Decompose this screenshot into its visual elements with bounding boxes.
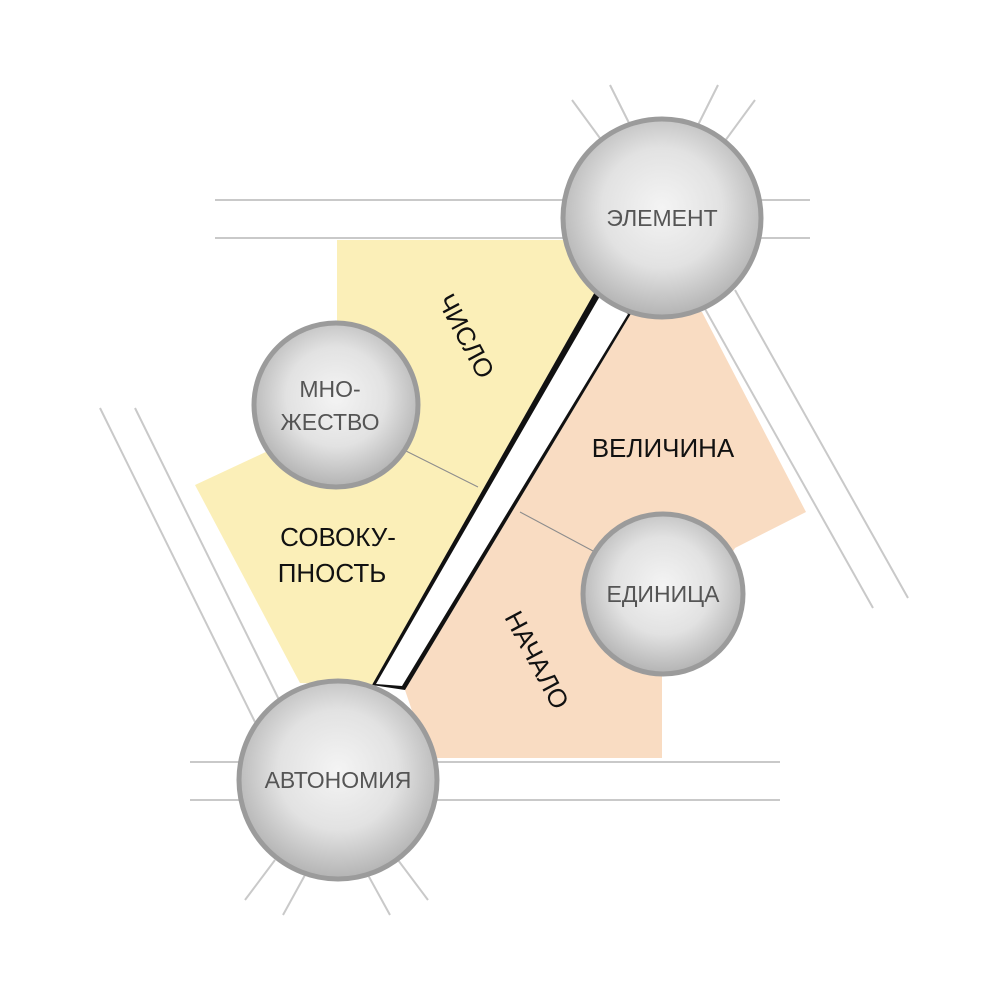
- node-edinitsa-label: ЕДИНИЦА: [607, 581, 721, 607]
- node-mnozhestvo-circle: [251, 320, 421, 490]
- node-element-circle: [560, 116, 764, 320]
- region-label-velichina: ВЕЛИЧИНА: [592, 433, 735, 463]
- ray-top-2: [609, 84, 631, 126]
- node-edinitsa-circle: [580, 511, 746, 677]
- node-edinitsa: ЕДИНИЦА: [580, 511, 746, 677]
- node-mnozhestvo-label-2: ЖЕСТВО: [281, 409, 380, 435]
- ray-bottom-3: [367, 874, 391, 916]
- ray-bottom-2: [282, 874, 306, 916]
- region-label-sovokupnost-2: ПНОСТЬ: [278, 558, 387, 588]
- node-avtonomiya-circle: [236, 678, 440, 882]
- node-avtonomiya: АВТОНОМИЯ: [236, 678, 440, 882]
- node-element-label: ЭЛЕМЕНТ: [606, 205, 717, 231]
- guide-lines: [99, 84, 909, 916]
- guide-line-right-1: [734, 289, 909, 599]
- division-line-left: [399, 447, 479, 488]
- node-avtonomiya-label: АВТОНОМИЯ: [265, 767, 412, 793]
- guide-line-right-2: [699, 299, 874, 609]
- guide-line-left-1: [99, 407, 256, 723]
- ray-top-3: [697, 84, 719, 126]
- division-line-right: [519, 511, 594, 552]
- node-element: ЭЛЕМЕНТ: [560, 116, 764, 320]
- ray-top-4: [721, 99, 756, 146]
- ray-bottom-4: [397, 859, 429, 901]
- node-mnozhestvo: МНО- ЖЕСТВО: [251, 320, 421, 490]
- ray-bottom-1: [244, 859, 276, 901]
- divider-band-inner: [376, 296, 628, 686]
- guide-line-left-2: [134, 407, 291, 723]
- ray-top-1: [571, 99, 606, 146]
- region-label-sovokupnost-1: СОВОКУ-: [280, 522, 396, 552]
- node-mnozhestvo-label-1: МНО-: [299, 376, 360, 402]
